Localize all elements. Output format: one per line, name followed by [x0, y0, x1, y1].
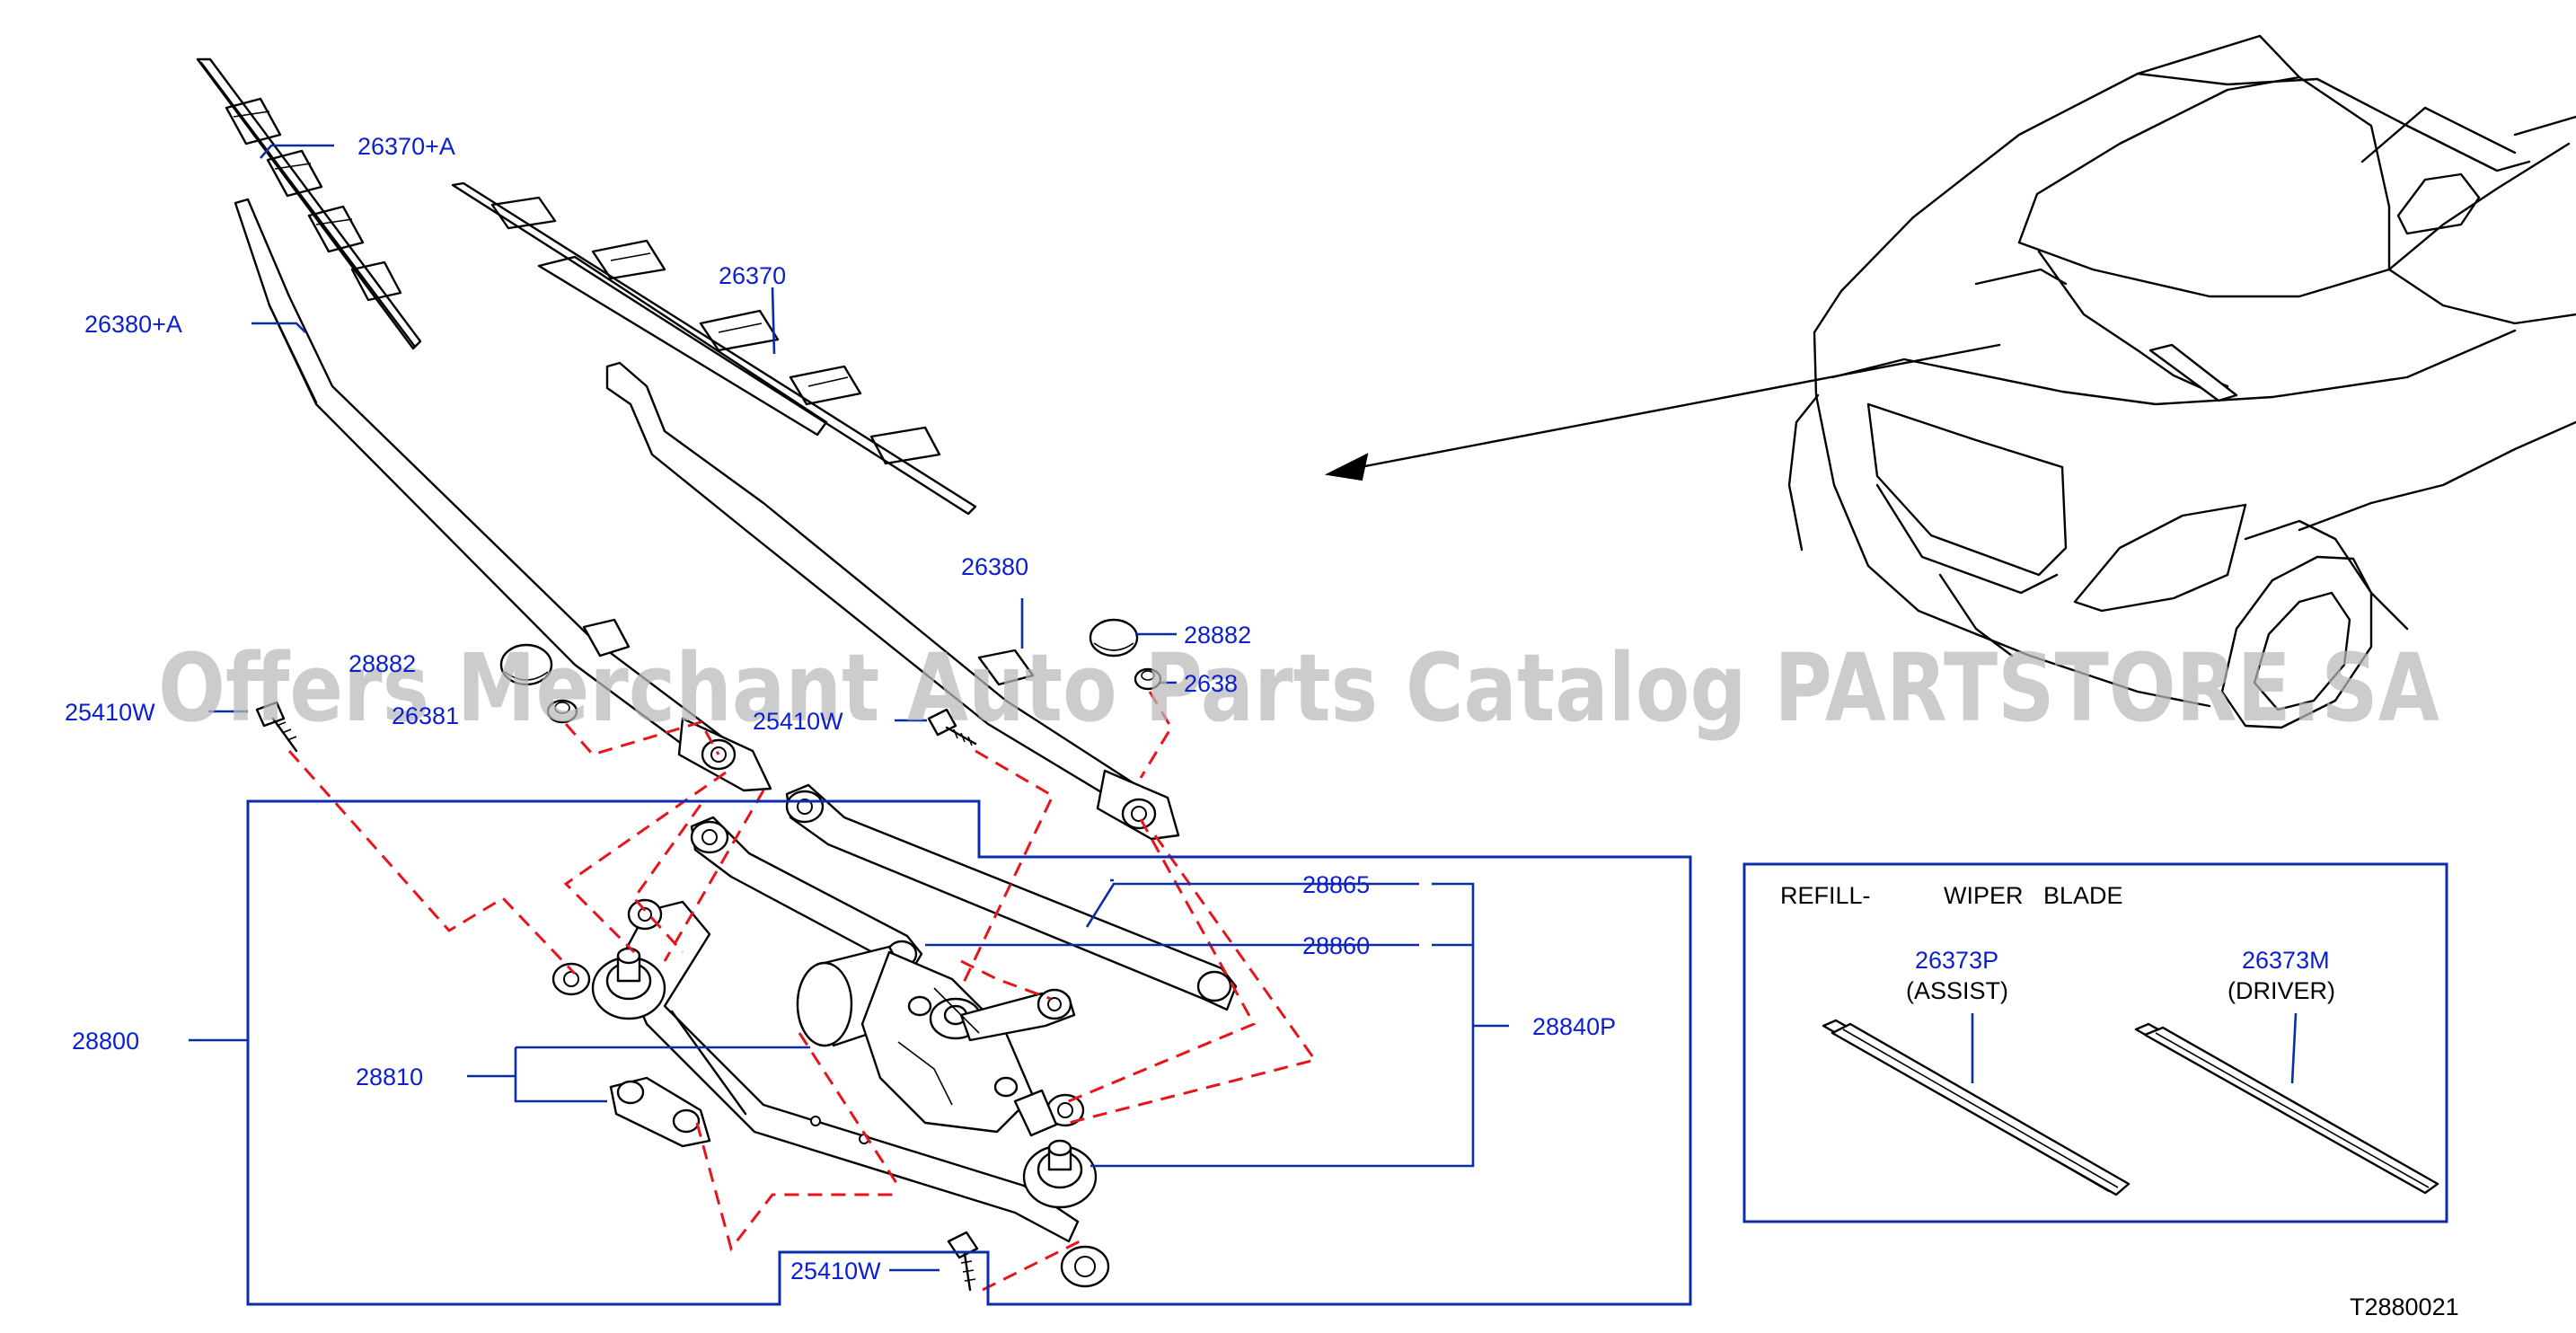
pivot-cap-left[interactable]: [499, 643, 553, 686]
pivot-cap-right[interactable]: [1089, 618, 1139, 658]
label-bolt-bottom[interactable]: 25410W: [790, 1258, 881, 1284]
assembly-dashed-lines: [287, 691, 1318, 1292]
refill-strip-assist[interactable]: [1822, 1019, 2130, 1196]
label-blade-assist[interactable]: 26370+A: [357, 133, 455, 160]
label-cap-right[interactable]: 28882: [1184, 622, 1251, 649]
wiper-blade-assist[interactable]: [196, 57, 422, 350]
pointer-arrow: [1324, 343, 2001, 481]
diagram-code: T2880021: [2350, 1293, 2459, 1320]
leader-lines: [189, 144, 1509, 1272]
assembly-outline: [246, 799, 1692, 1306]
link-rod-lower[interactable]: [690, 816, 923, 974]
pivot-left[interactable]: [551, 947, 666, 1020]
wiper-arm-assist[interactable]: [234, 198, 772, 792]
refill-assist-caption: (ASSIST): [1906, 977, 2008, 1004]
label-cap-left[interactable]: 28882: [348, 650, 416, 677]
label-link-lower[interactable]: 28860: [1302, 932, 1370, 959]
pivot-nut-right[interactable]: [1134, 667, 1162, 691]
bolt-middle[interactable]: [927, 708, 977, 746]
wiper-arm-driver[interactable]: [605, 361, 1180, 841]
label-assembly[interactable]: 28800: [72, 1028, 139, 1055]
refill-title-prefix: REFILL-: [1780, 882, 1871, 909]
label-linkage-kit[interactable]: 28840P: [1532, 1013, 1616, 1040]
label-link-upper[interactable]: 28865: [1302, 871, 1370, 898]
label-bolt-middle[interactable]: 25410W: [753, 708, 843, 735]
refill-strip-driver[interactable]: [2134, 1022, 2439, 1195]
pivot-nut-left[interactable]: [546, 699, 578, 724]
label-refill-assist[interactable]: 26373P: [1915, 947, 1998, 974]
refill-driver-caption: (DRIVER): [2228, 977, 2335, 1004]
label-nut-right[interactable]: 2638: [1184, 670, 1238, 697]
label-blade-driver[interactable]: 26370: [719, 262, 786, 289]
label-bolt-left[interactable]: 25410W: [65, 699, 155, 726]
bolt-bottom[interactable]: [947, 1231, 979, 1292]
refill-title-suffix: WIPER BLADE: [1944, 882, 2123, 909]
label-nut-left[interactable]: 26381: [392, 702, 459, 729]
car-front-view: [1787, 34, 2576, 729]
label-refill-driver[interactable]: 26373M: [2242, 947, 2330, 974]
pivot-right[interactable]: [1022, 1093, 1098, 1209]
main-frame[interactable]: [609, 898, 1110, 1288]
link-rod-upper[interactable]: [785, 783, 1238, 1011]
refill-box-outline: [1742, 862, 2448, 1223]
bolt-left[interactable]: [255, 701, 298, 753]
label-arm-driver[interactable]: 26380: [961, 553, 1028, 580]
watermark: Offers Merchant Auto Parts Catalog PARTS…: [158, 633, 2439, 743]
label-arm-assist[interactable]: 26380+A: [84, 311, 182, 338]
label-motor[interactable]: 28810: [356, 1064, 423, 1090]
wiper-motor[interactable]: [796, 945, 1076, 1137]
wiper-blade-driver[interactable]: [451, 181, 977, 516]
